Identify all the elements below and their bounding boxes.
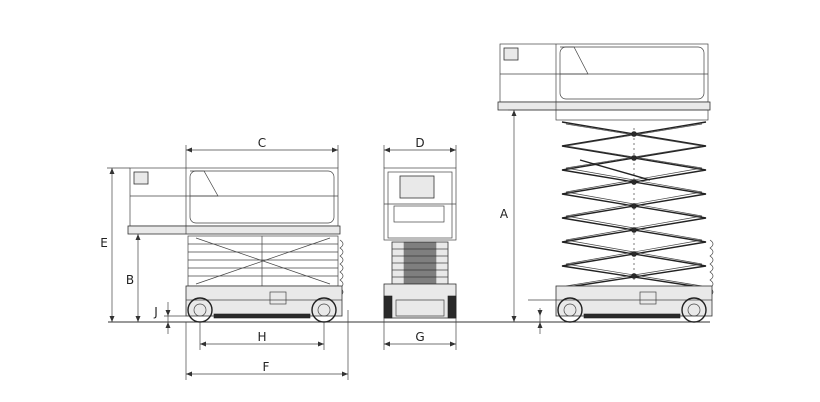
rear-view-stowed [383,167,457,319]
pothole-guard [213,313,311,319]
elevated-control-box-icon [503,47,519,61]
rear-chassis [383,283,457,319]
rear-right-wheel [447,295,457,319]
dimension-lines: C D E B J H F [100,109,556,380]
control-box-icon [133,171,149,185]
guardrail-frame [129,167,339,227]
dim-label-e: E [100,236,108,250]
dim-label-c: C [258,136,266,150]
elevated-chassis [555,285,713,317]
entry-gate [190,170,219,197]
elevated-front-wheel [681,297,707,323]
dim-label-a: A [500,207,509,221]
rear-left-wheel [383,295,393,319]
side-view-elevated [497,43,714,323]
elevated-guardrail [499,43,709,103]
dim-label-b: B [126,273,134,287]
chassis [185,285,343,317]
side-view-stowed [127,167,344,323]
elevated-rear-wheel [557,297,583,323]
rear-scissor-stack [391,241,449,285]
scissor-stack-stowed [187,235,339,287]
dim-label-f: F [263,360,270,374]
dim-label-j: J [153,305,158,319]
scissor-arms-extended [561,121,707,289]
dim-label-d: D [415,136,424,150]
platform-deck [127,225,341,235]
chassis-control-panel [269,291,287,305]
guardrail-panel [189,170,335,224]
lift-cylinder [579,159,651,181]
elevated-platform-deck [497,101,711,111]
dim-label-h: H [257,330,266,344]
dim-label-g: G [415,330,424,344]
rear-control-box [399,175,435,199]
